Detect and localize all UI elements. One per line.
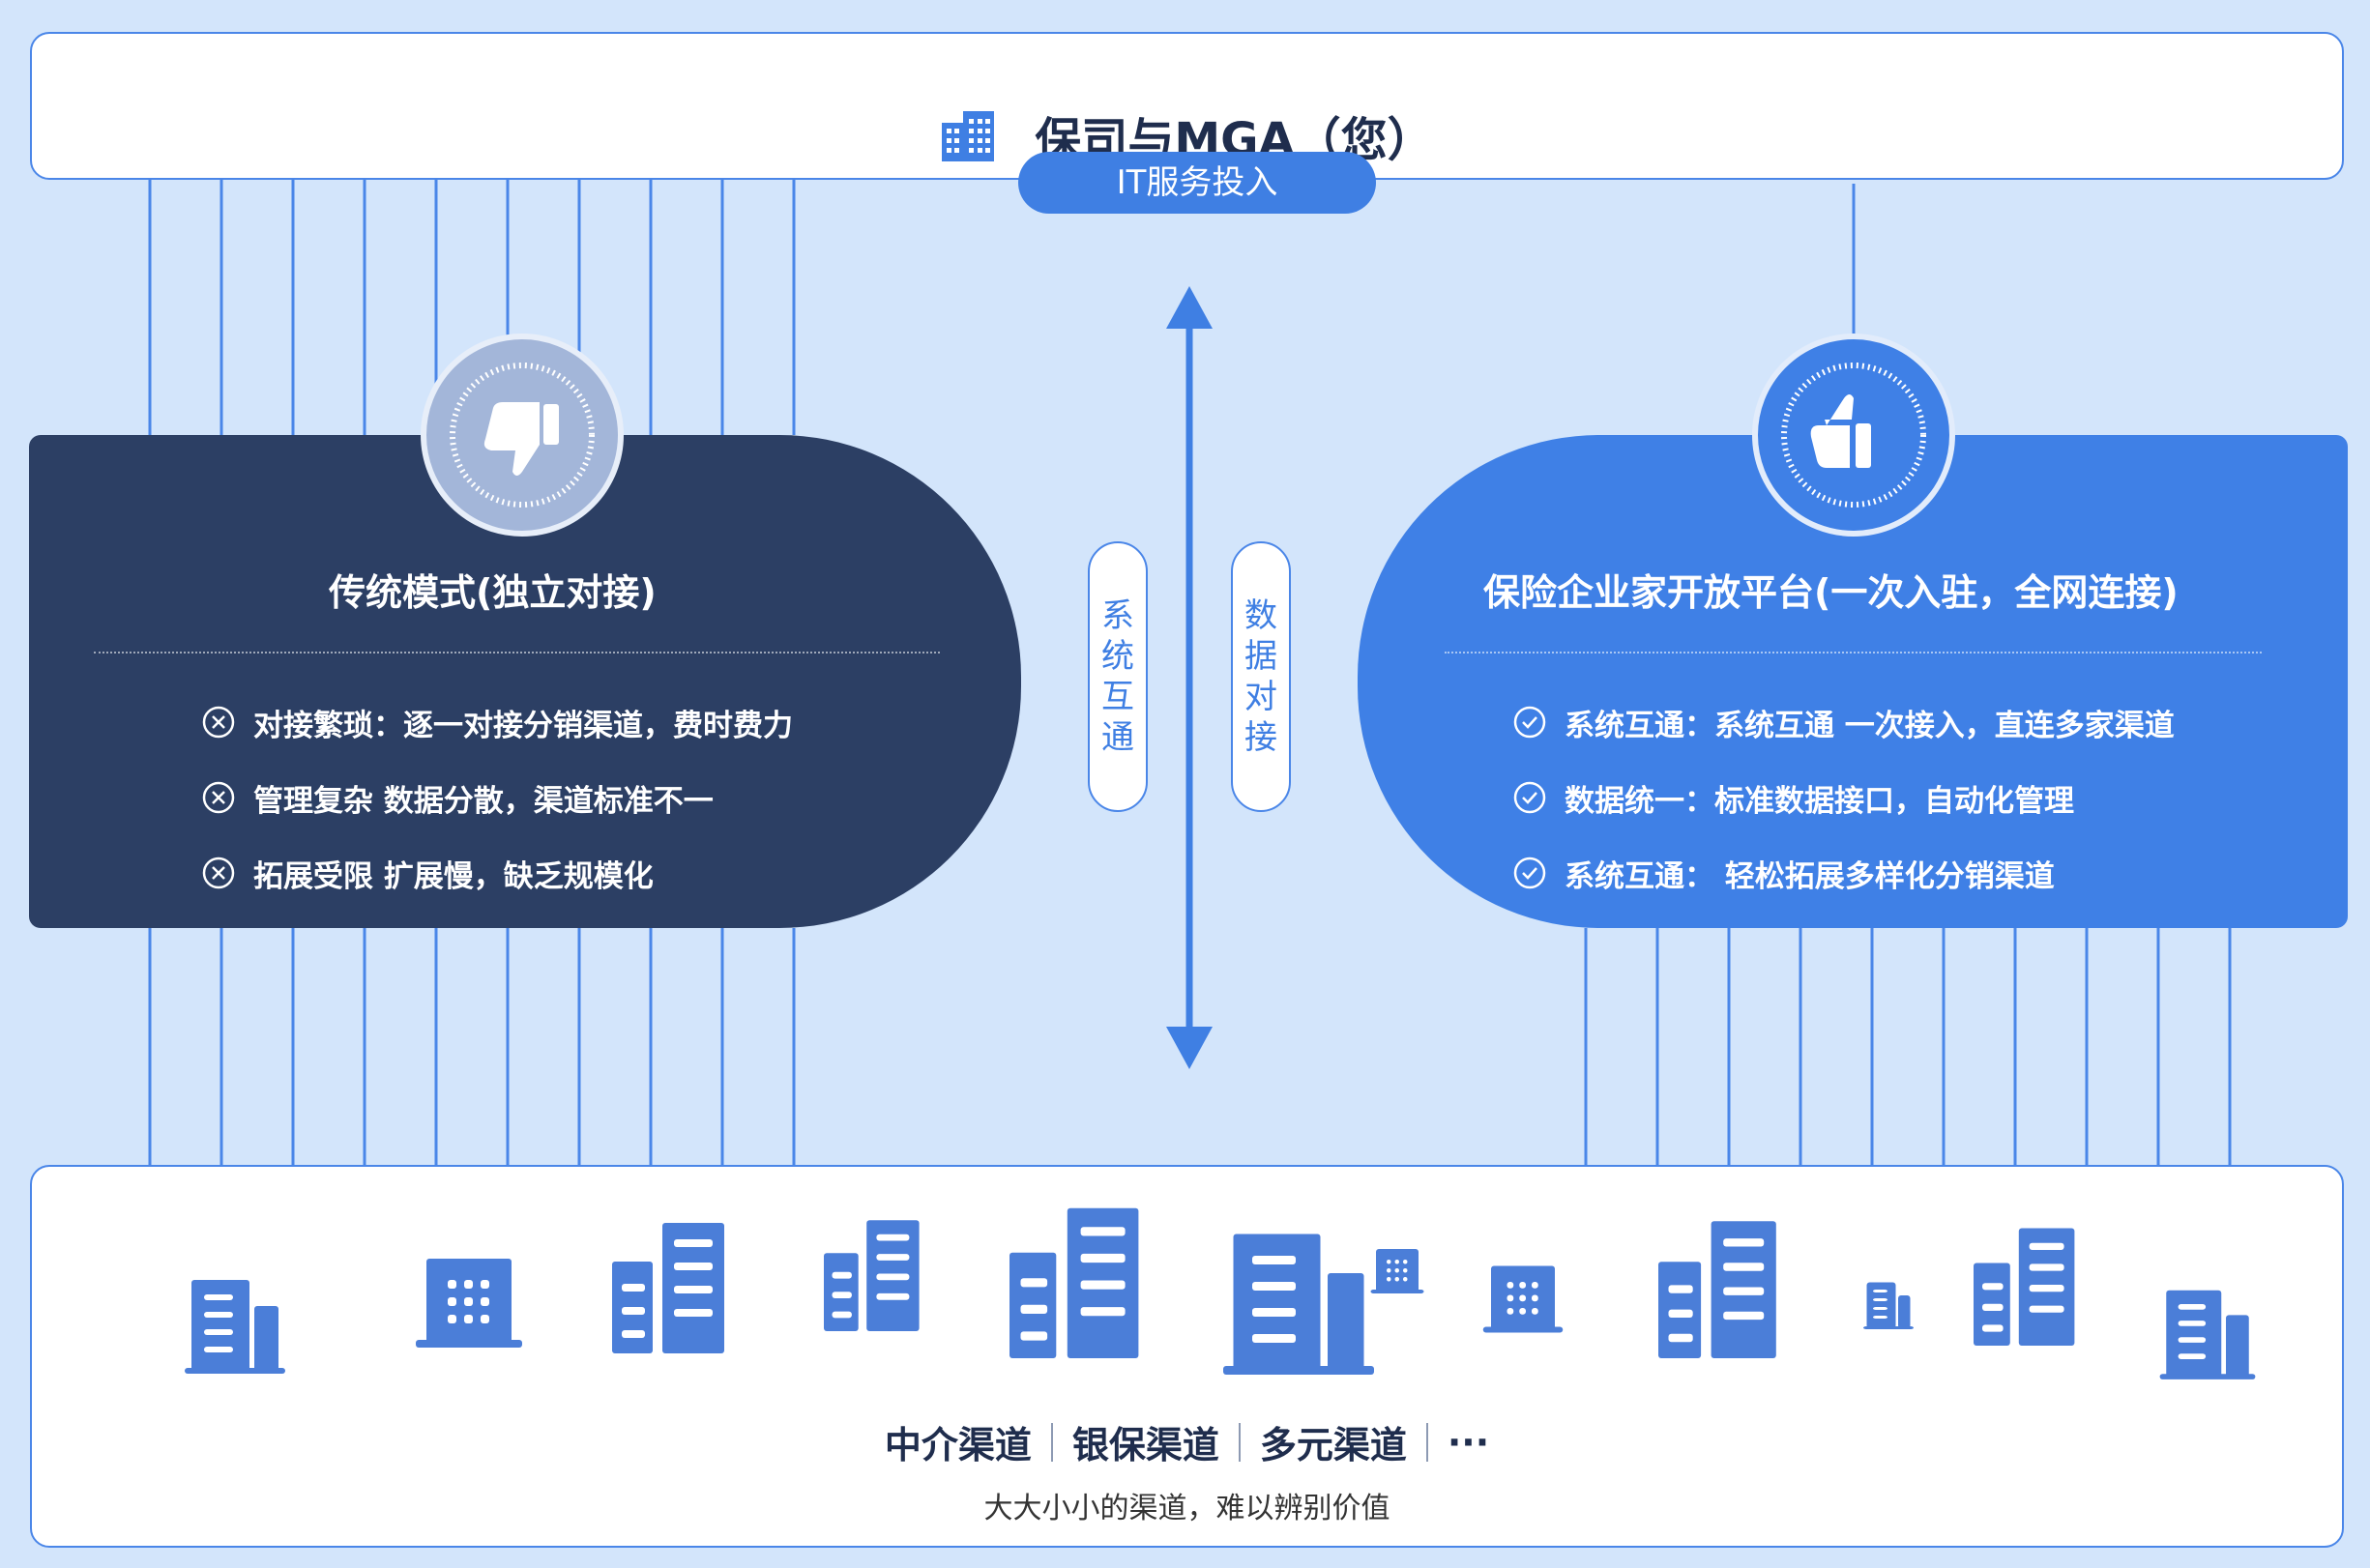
channel-building-icon (824, 1220, 920, 1331)
open-platform-title: 保险企业家开放平台(一次入驻，全网连接) (1483, 571, 2179, 614)
channels-box: 中介渠道 银保渠道 多元渠道 ··· 大大小小的渠道，难以辨别价值 (30, 1165, 2344, 1548)
thumbs-down-icon (450, 363, 595, 508)
circle-check-icon (1513, 706, 1546, 739)
channel-building-icon (1009, 1207, 1139, 1358)
pill-char: 据 (1244, 637, 1277, 676)
list-item-text: 数据统一：标准数据接口，自动化管理 (1565, 783, 2074, 819)
channel-label: 多元渠道 (1259, 1424, 1407, 1466)
circle-x-icon (202, 857, 235, 889)
data-integration-pill: 数 据 对 接 (1231, 541, 1291, 812)
list-item-text: 对接繁琐：逐一对接分销渠道，费时费力 (253, 708, 793, 743)
double-arrow-vertical-icon (1166, 286, 1213, 1069)
channel-label: 银保渠道 (1071, 1424, 1219, 1466)
list-item-text: 系统互通： 轻松拓展多样化分销渠道 (1565, 858, 2055, 894)
divider (1445, 652, 2262, 653)
system-interconnect-pill: 系 统 互 通 (1088, 541, 1148, 812)
channel-label: 中介渠道 (884, 1424, 1032, 1466)
circle-x-icon (202, 781, 235, 814)
list-item: 数据统一：标准数据接口，自动化管理 (1512, 760, 2175, 835)
traditional-model-panel: 传统模式(独立对接) 对接繁琐：逐一对接分销渠道，费时费力 管理复杂 数据分散，… (29, 435, 1021, 928)
channel-building-icon (1658, 1221, 1776, 1358)
channel-building-icon (416, 1259, 522, 1348)
pill-char: 统 (1101, 637, 1134, 676)
list-item: 管理复杂 数据分散，渠道标准不一 (201, 760, 793, 835)
list-item-text: 拓展受限 扩展慢，缺乏规模化 (253, 858, 654, 894)
channels-caption: 大大小小的渠道，难以辨别价值 (983, 1492, 1390, 1525)
it-investment-pill: IT服务投入 (1018, 152, 1376, 214)
channel-buildings (185, 1207, 2256, 1379)
list-item: 系统互通：系统互通 一次接入，直连多家渠道 (1512, 684, 2175, 760)
list-item: 系统互通： 轻松拓展多样化分销渠道 (1512, 835, 2175, 911)
list-item: 对接繁琐：逐一对接分销渠道，费时费力 (201, 684, 793, 760)
circle-x-icon (202, 706, 235, 739)
circle-check-icon (1513, 781, 1546, 814)
pill-char: 系 (1101, 596, 1134, 635)
pill-char: 通 (1101, 718, 1134, 757)
thumbs-down-badge (421, 334, 624, 537)
separator (1050, 1422, 1053, 1462)
pill-char: 对 (1244, 678, 1277, 716)
separator (1425, 1422, 1428, 1462)
office-building-icon (942, 111, 995, 161)
channel-building-icon (1974, 1228, 2075, 1346)
divider (94, 652, 940, 653)
pill-char: 互 (1101, 678, 1134, 716)
thumbs-up-badge (1752, 334, 1955, 537)
channel-label: ··· (1447, 1420, 1490, 1464)
channel-building-icon (1482, 1265, 1564, 1333)
channel-building-icon (2159, 1290, 2256, 1379)
channel-building-icon (1223, 1234, 1374, 1375)
separator (1238, 1422, 1241, 1462)
pill-char: 数 (1244, 596, 1277, 635)
list-item-text: 系统互通：系统互通 一次接入，直连多家渠道 (1565, 708, 2175, 743)
thumbs-up-icon (1781, 363, 1926, 508)
channel-building-icon (1863, 1282, 1914, 1329)
traditional-model-title: 传统模式(独立对接) (329, 571, 657, 614)
list-item: 拓展受限 扩展慢，缺乏规模化 (201, 835, 793, 911)
circle-check-icon (1513, 857, 1546, 889)
traditional-issues-list: 对接繁琐：逐一对接分销渠道，费时费力 管理复杂 数据分散，渠道标准不一 拓展受限… (201, 684, 793, 911)
list-item-text: 管理复杂 数据分散，渠道标准不一 (253, 783, 714, 819)
channel-building-icon (1370, 1249, 1424, 1293)
pill-char: 接 (1244, 718, 1277, 757)
channel-building-icon (185, 1280, 285, 1374)
channel-types-row: 中介渠道 银保渠道 多元渠道 ··· (32, 1415, 2342, 1468)
channel-building-icon (612, 1223, 724, 1353)
platform-benefits-list: 系统互通：系统互通 一次接入，直连多家渠道 数据统一：标准数据接口，自动化管理 … (1512, 684, 2175, 911)
